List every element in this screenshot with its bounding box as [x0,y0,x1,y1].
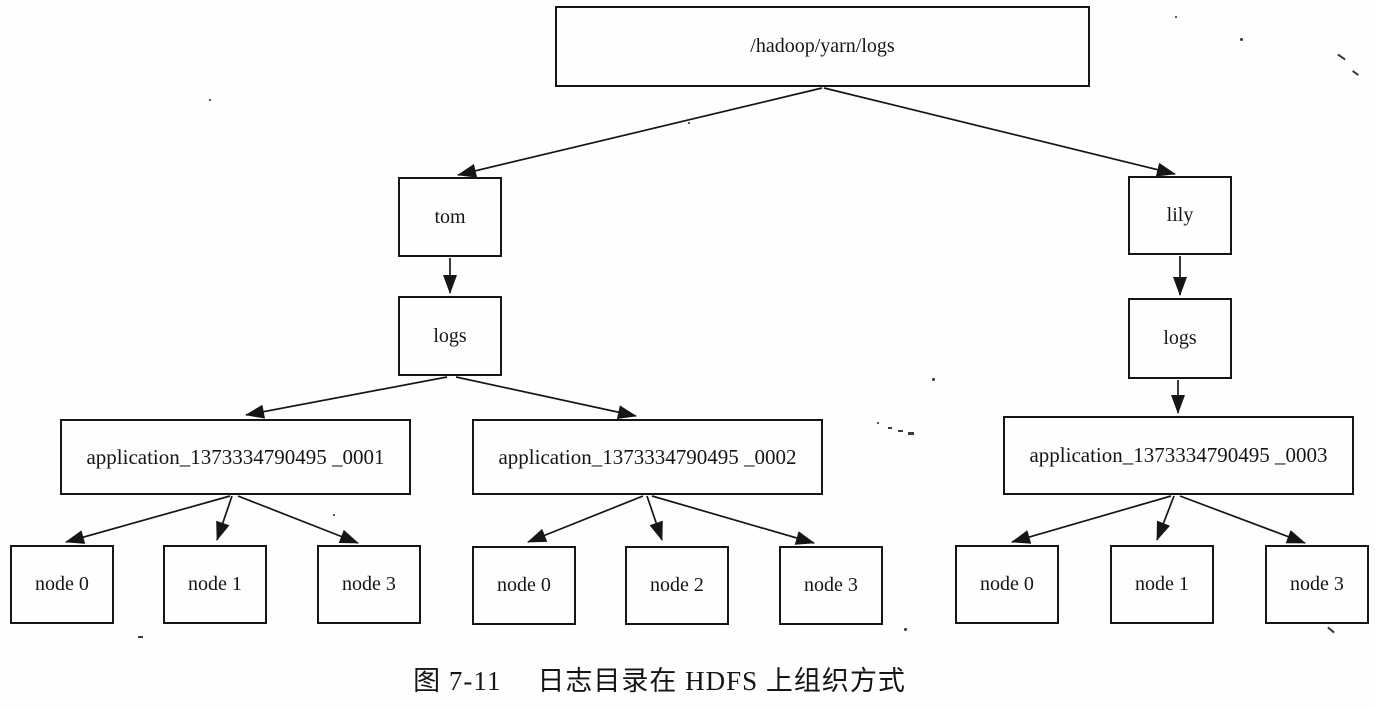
node-lily-logs: logs [1128,298,1232,379]
node-app2-node0: node 0 [472,546,576,625]
scan-speck [1175,16,1177,18]
node-application-0002: application_1373334790495 _0002 [472,419,823,495]
scan-speck [688,122,690,124]
node-user-tom-label: tom [434,205,466,228]
scan-speck [138,636,143,638]
node-user-lily: lily [1128,176,1232,255]
node-application-0002-label: application_1373334790495 _0002 [498,444,797,469]
node-app3-node0: node 0 [955,545,1059,624]
node-app1-node1-label: node 1 [188,573,242,595]
node-tom-logs-label: logs [433,324,467,347]
scan-speck [908,432,914,435]
node-user-lily-label: lily [1166,204,1194,226]
scan-speck [333,514,335,516]
node-app3-node1-label: node 1 [1135,573,1189,595]
node-app2-node3: node 3 [779,546,883,625]
node-application-0003: application_1373334790495 _0003 [1003,416,1354,495]
scan-speck [898,430,903,432]
scan-speck [1240,38,1243,41]
node-app2-node2-label: node 2 [650,574,704,596]
scan-speck [877,422,879,424]
node-tom-logs: logs [398,296,502,376]
node-app1-node3-label: node 3 [342,573,396,595]
node-app3-node0-label: node 0 [980,573,1034,595]
node-application-0001: application_1373334790495 _0001 [60,419,411,495]
node-app1-node1: node 1 [163,545,267,624]
node-app3-node1: node 1 [1110,545,1214,624]
node-application-0003-label: application_1373334790495 _0003 [1029,443,1328,467]
scan-speck [932,378,935,381]
node-app2-node0-label: node 0 [497,574,551,596]
node-hadoop-yarn-logs-label: /hadoop/yarn/logs [750,35,895,57]
node-app2-node3-label: node 3 [804,574,858,596]
node-app3-node3-label: node 3 [1290,573,1344,595]
node-app2-node2: node 2 [625,546,729,625]
node-lily-logs-label: logs [1163,327,1197,349]
node-app3-node3: node 3 [1265,545,1369,624]
figure-number: 图 7-11 [413,666,502,696]
figure-caption: 图 7-11 日志目录在 HDFS 上组织方式 [0,659,1347,698]
node-application-0001-label: application_1373334790495 _0001 [86,444,385,469]
node-app1-node3: node 3 [317,545,421,624]
figure-title: 日志目录在 HDFS 上组织方式 [537,666,906,696]
node-hadoop-yarn-logs: /hadoop/yarn/logs [555,6,1090,87]
scan-speck [888,427,892,429]
node-user-tom: tom [398,177,502,257]
scan-speck [904,628,907,631]
node-app1-node0-label: node 0 [35,573,89,595]
scan-speck [209,99,211,101]
node-app1-node0: node 0 [10,545,114,624]
